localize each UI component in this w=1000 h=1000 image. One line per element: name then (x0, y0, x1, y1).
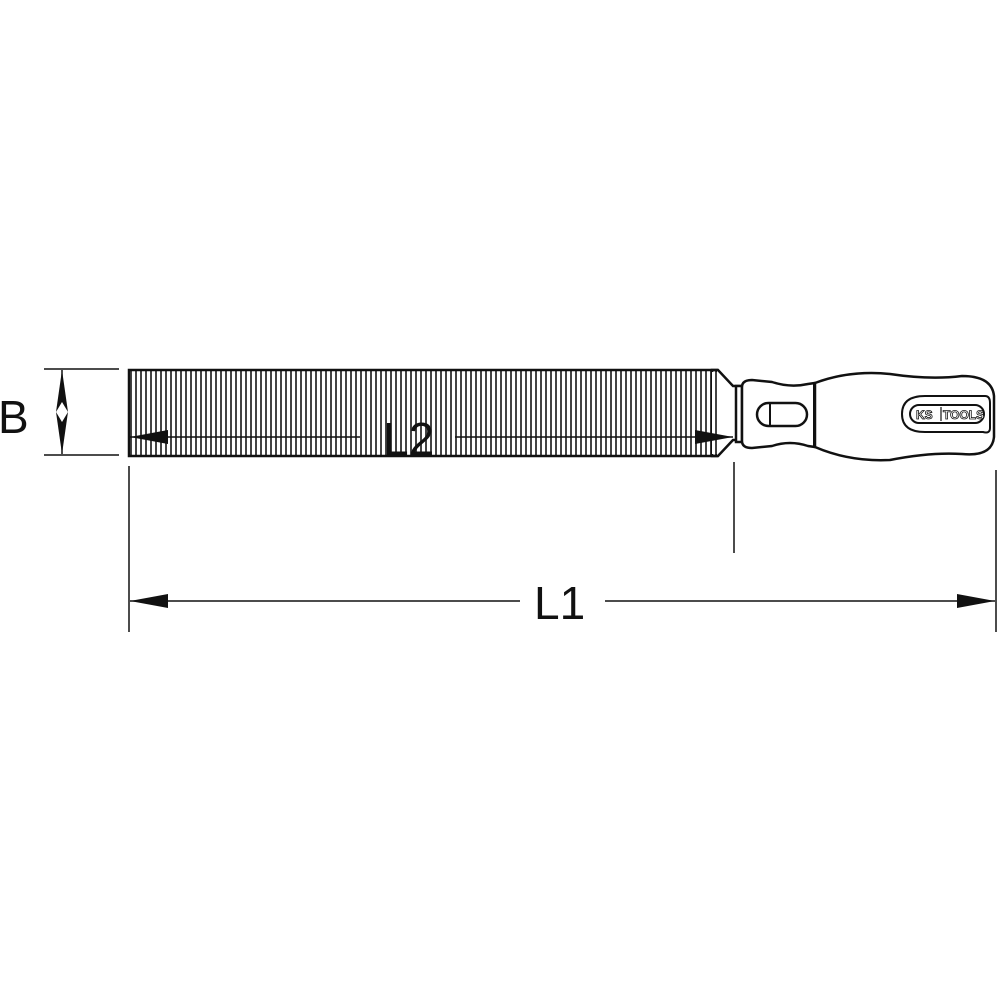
dimension-label-b: B (0, 391, 29, 443)
logo-tools: TOOLS (943, 408, 984, 422)
logo-ks: KS (916, 408, 933, 422)
dimension-label-l2: L2 (383, 413, 434, 465)
extension-lines (128, 462, 997, 632)
brand-logo: KS TOOLS (909, 404, 985, 424)
dimension-b (44, 368, 119, 456)
dimension-label-l1: L1 (534, 577, 585, 629)
file-blade (127, 368, 742, 458)
